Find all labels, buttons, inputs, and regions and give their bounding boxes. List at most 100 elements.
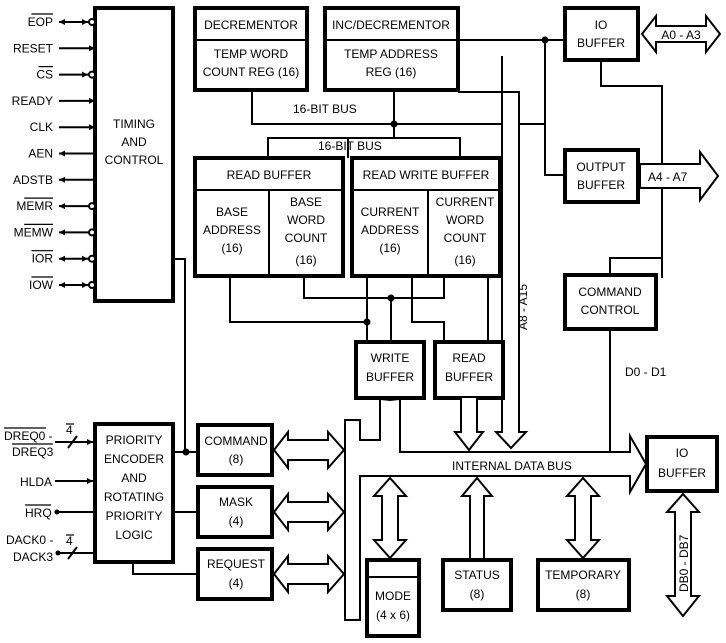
a8-a15-bus [458, 56, 529, 450]
timing-priority-wire [173, 258, 186, 452]
a0-a3-label: A0 - A3 [661, 28, 701, 42]
timing-label-2: AND [121, 135, 147, 149]
io-buffer-bottom-label-2: BUFFER [658, 466, 706, 480]
signal-label-memw: MEMW [14, 225, 54, 239]
temporary-register-block [536, 558, 631, 612]
signal-arrowhead [89, 45, 95, 52]
signal-label-aen: AEN [28, 147, 53, 161]
dreq-width-label: 4 [66, 423, 73, 437]
base-address-label-2: ADDRESS [203, 223, 261, 237]
a4-a7-bus-arrow [639, 149, 720, 203]
base-word-count-label-1: BASE [290, 195, 322, 209]
base-address-label-1: BASE [216, 205, 248, 219]
signal-label-cs: CS [36, 68, 53, 82]
hrq-label: HRQ [25, 506, 52, 520]
signal-label-clk: CLK [30, 120, 53, 134]
read-buffer-down-arrow [452, 398, 486, 452]
signal-arrowhead [89, 97, 95, 104]
io-buffer-bottom-block [645, 435, 719, 493]
signal-arrowhead [59, 282, 65, 288]
base-address-wire [229, 276, 367, 323]
current-address-label-3: (16) [379, 241, 400, 255]
command-register-block [196, 423, 274, 477]
inversion-bubble [88, 70, 96, 79]
internal-data-bus-label: INTERNAL DATA BUS [452, 459, 572, 473]
decrementor-body-2: COUNT REG (16) [203, 65, 299, 79]
current-word-count-label-1: CURRENT [436, 195, 495, 209]
register-bus-arrows [272, 429, 346, 595]
timing-label-1: TIMING [113, 117, 155, 131]
signal-arrowhead [59, 255, 65, 262]
status-register-block [441, 558, 513, 612]
priority-label-6: LOGIC [115, 528, 153, 542]
signal-arrowhead [59, 229, 65, 236]
base-word-count-wire [303, 276, 445, 299]
command-bus-arrow [272, 429, 346, 471]
write-buffer-label-2: BUFFER [366, 370, 414, 384]
internal-data-bus [344, 397, 648, 621]
current-address-label-1: CURRENT [361, 205, 420, 219]
timing-label-3: CONTROL [105, 153, 164, 167]
dreq-label-2: DREQ3 [12, 445, 54, 459]
inversion-bubble [88, 18, 96, 26]
priority-label-1: PRIORITY [106, 433, 163, 447]
signal-arrowhead [82, 71, 88, 78]
signal-label-eop: EOP [28, 15, 53, 29]
inversion-bubble [88, 228, 96, 237]
dreq-label-1: DREQ0 - [4, 429, 53, 443]
base-word-count-label-3: COUNT [285, 231, 328, 245]
base-word-count-label-4: (16) [295, 253, 316, 267]
priority-signals: DREQ0 - DREQ3 4 HLDA HRQ DACK0 - DACK3 4 [4, 423, 95, 564]
status-label-1: STATUS [454, 568, 500, 582]
mask-label-1: MASK [219, 495, 253, 509]
current-word-count-label-4: (16) [454, 253, 475, 267]
status-label-2: (8) [470, 587, 485, 601]
command-control-label-1: COMMAND [578, 285, 642, 299]
inversion-bubble [88, 202, 96, 211]
dack-label-2: DACK3 [13, 550, 53, 564]
base-address-label-3: (16) [221, 241, 242, 255]
hlda-label: HLDA [20, 475, 52, 489]
lower-bus-label: 16-BIT BUS [318, 139, 382, 153]
command-control-block [563, 273, 658, 331]
read-write-buffer-header: READ WRITE BUFFER [363, 168, 490, 182]
lower-16bit-bus [267, 137, 461, 158]
base-word-count-label-2: WORD [287, 213, 325, 227]
signal-arrowhead [82, 19, 88, 25]
mode-label-2: (4 x 6) [376, 608, 410, 622]
mask-bus-arrow [272, 491, 346, 533]
mode-bus-arrow [371, 476, 409, 560]
incdec-body-1: TEMP ADDRESS [344, 47, 438, 61]
command-label-1: COMMAND [204, 434, 268, 448]
inversion-bubble [88, 254, 96, 263]
temporary-bus-arrow [564, 476, 602, 560]
temporary-label-1: TEMPORARY [545, 568, 621, 582]
incdec-header: INC/DECREMENTOR [332, 18, 450, 32]
signal-label-ready: READY [12, 94, 53, 108]
request-register-block [196, 547, 274, 601]
io-buffer-top-label-2: BUFFER [577, 36, 625, 50]
output-buffer-label-2: BUFFER [577, 178, 625, 192]
read-buffer-header: READ BUFFER [227, 168, 312, 182]
db0-db7-label: DB0 - DB7 [677, 534, 691, 592]
temporary-label-2: (8) [576, 587, 591, 601]
signal-arrowhead [89, 124, 95, 131]
current-address-read-wire [411, 276, 445, 342]
signal-label-adstb: ADSTB [13, 173, 53, 187]
current-word-count-label-2: WORD [446, 213, 484, 227]
read-buffer-small-label-2: BUFFER [445, 370, 493, 384]
signal-arrowhead [82, 282, 88, 288]
mode-label-1: MODE [375, 589, 411, 603]
inversion-bubble [88, 281, 96, 289]
read-write-buffer-block [350, 156, 502, 278]
priority-label-5: PRIORITY [106, 509, 163, 523]
inc-decrementor-block [323, 6, 460, 92]
output-buffer-block [563, 148, 640, 204]
incdec-body-2: REG (16) [366, 65, 417, 79]
priority-label-3: AND [121, 471, 147, 485]
command-control-label-2: CONTROL [581, 303, 640, 317]
signal-label-ior: IOR [32, 252, 54, 266]
io-buffer-top-block [563, 6, 640, 62]
signal-label-reset: RESET [13, 41, 54, 55]
a0-a3-bus-arrow [640, 13, 722, 55]
